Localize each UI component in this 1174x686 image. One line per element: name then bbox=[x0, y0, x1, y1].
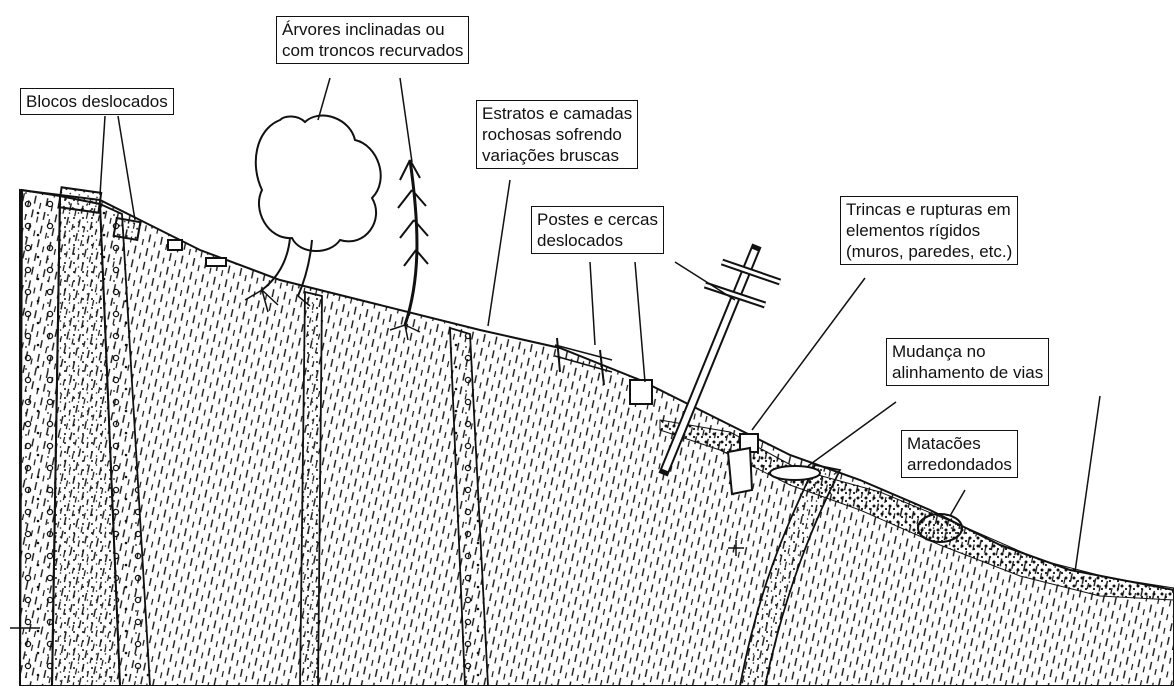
displaced-fence bbox=[554, 337, 653, 405]
label-trincas-rupturas: Trincas e rupturas em elementos rígidos … bbox=[840, 196, 1019, 265]
label-postes-cercas: Postes e cercas deslocados bbox=[531, 206, 664, 254]
surface-colluvium bbox=[659, 419, 1174, 601]
plus-marks bbox=[10, 540, 744, 629]
label-line: Estratos e camadas bbox=[482, 104, 633, 123]
fault-zone bbox=[739, 463, 842, 686]
pebbly-stratum-3 bbox=[99, 202, 151, 686]
label-line: alinhamento de vias bbox=[892, 363, 1044, 382]
label-matacoes-arredondados: Matacões arredondados bbox=[901, 430, 1018, 478]
displaced-block-3 bbox=[167, 239, 183, 251]
label-mudanca-alinhamento: Mudança no alinhamento de vias bbox=[886, 338, 1050, 386]
label-arvores-inclinadas: Árvores inclinadas ou com troncos recurv… bbox=[276, 16, 470, 64]
label-line: Postes e cercas bbox=[537, 210, 658, 229]
label-line: variações bruscas bbox=[482, 146, 620, 165]
dotted-band-2 bbox=[449, 326, 489, 686]
rounded-boulder bbox=[917, 513, 963, 543]
displaced-block-1 bbox=[57, 186, 103, 214]
tilted-pole bbox=[658, 243, 782, 477]
label-line: Blocos deslocados bbox=[26, 92, 168, 111]
cracked-wall bbox=[726, 433, 759, 496]
label-line: Mudança no bbox=[892, 342, 986, 361]
leader-lines bbox=[99, 77, 1101, 573]
curved-trunk-plant bbox=[389, 159, 429, 341]
label-line: deslocados bbox=[537, 231, 624, 250]
label-estratos-camadas: Estratos e camadas rochosas sofrendo var… bbox=[476, 100, 639, 169]
inclined-tree bbox=[244, 114, 382, 313]
label-line: Matacões bbox=[907, 434, 981, 453]
pebbly-stratum-1 bbox=[18, 188, 62, 686]
label-line: (muros, paredes, etc.) bbox=[846, 242, 1013, 261]
road-misalignment bbox=[769, 465, 821, 481]
label-line: arredondados bbox=[907, 455, 1012, 474]
displaced-block-4 bbox=[205, 257, 227, 267]
label-line: elementos rígidos bbox=[846, 221, 981, 240]
label-line: Árvores inclinadas ou bbox=[282, 20, 445, 39]
displaced-block-2 bbox=[112, 216, 142, 242]
label-line: rochosas sofrendo bbox=[482, 125, 622, 144]
dotted-band-1 bbox=[299, 290, 323, 686]
label-line: Trincas e rupturas em bbox=[846, 200, 1011, 219]
label-line: com troncos recurvados bbox=[282, 41, 464, 60]
label-blocos-deslocados: Blocos deslocados bbox=[20, 88, 174, 115]
